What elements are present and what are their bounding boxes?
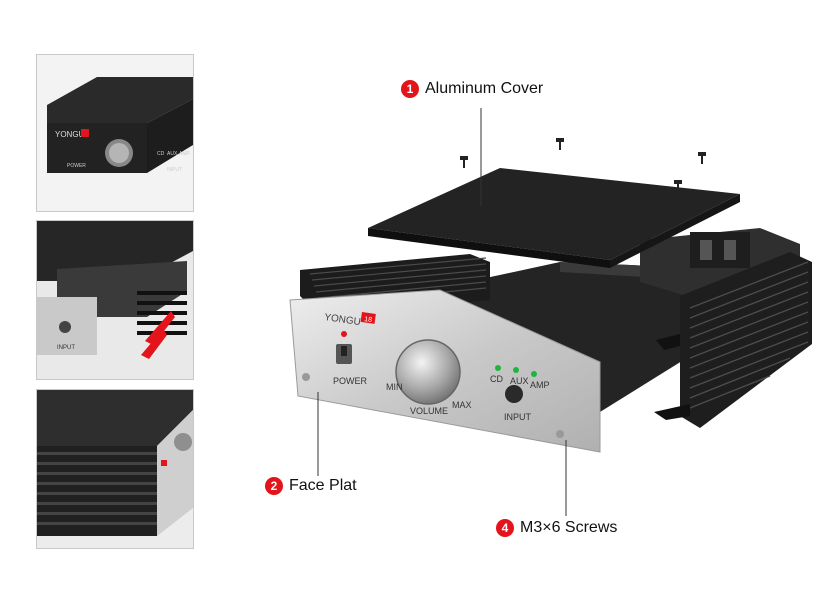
svg-text:AMP: AMP bbox=[179, 151, 191, 157]
screw-icon bbox=[460, 138, 706, 192]
volume-label: VOLUME bbox=[410, 406, 448, 416]
callout-label: Face Plat bbox=[289, 477, 357, 494]
panel-screw-icon bbox=[302, 373, 310, 381]
thumb-brand-text: YONGU bbox=[55, 130, 85, 139]
input-label: INPUT bbox=[504, 412, 532, 422]
max-label: MAX bbox=[452, 400, 472, 410]
power-label: POWER bbox=[333, 376, 368, 386]
source-amp-label: AMP bbox=[530, 380, 550, 390]
svg-text:INPUT: INPUT bbox=[167, 167, 182, 173]
led-amp-icon bbox=[531, 371, 537, 377]
callout-label: M3×6 Screws bbox=[520, 519, 618, 536]
aluminum-cover bbox=[368, 168, 740, 268]
volume-knob-icon bbox=[395, 339, 461, 405]
svg-text:POWER: POWER bbox=[67, 163, 86, 169]
thumbnail-front-view: YONGU POWER CD AUX AMP INPUT bbox=[36, 54, 194, 212]
callout-screws: 4 M3×6 Screws bbox=[496, 519, 617, 537]
thumbnail-heatsink-detail bbox=[36, 389, 194, 549]
svg-text:INPUT: INPUT bbox=[57, 345, 75, 351]
source-aux-label: AUX bbox=[510, 376, 529, 386]
brand-logo-text: YONGU bbox=[324, 312, 362, 328]
callout-label: Aluminum Cover bbox=[425, 80, 544, 97]
callout-number-badge: 1 bbox=[401, 80, 419, 98]
power-led-indicator bbox=[341, 331, 347, 337]
min-label: MIN bbox=[386, 382, 403, 392]
led-cd-icon bbox=[495, 365, 501, 371]
svg-text:18: 18 bbox=[364, 316, 373, 324]
callout-face-plate: 2 Face Plat bbox=[265, 477, 357, 495]
callout-number-badge: 2 bbox=[265, 477, 283, 495]
callout-number-badge: 4 bbox=[496, 519, 514, 537]
source-cd-label: CD bbox=[490, 374, 503, 384]
svg-text:CD: CD bbox=[157, 151, 165, 157]
face-plate: YONGU 18 POWER MIN MAX VOLUME CD AUX AMP… bbox=[289, 289, 601, 453]
panel-screw-icon bbox=[556, 430, 564, 438]
svg-text:AUX: AUX bbox=[167, 151, 178, 157]
led-aux-icon bbox=[513, 367, 519, 373]
thumbnail-rail-detail: INPUT bbox=[36, 220, 194, 380]
callout-aluminum-cover: 1 Aluminum Cover bbox=[401, 80, 543, 98]
right-heatsink-rail bbox=[654, 252, 812, 428]
input-selector-icon bbox=[505, 385, 523, 403]
